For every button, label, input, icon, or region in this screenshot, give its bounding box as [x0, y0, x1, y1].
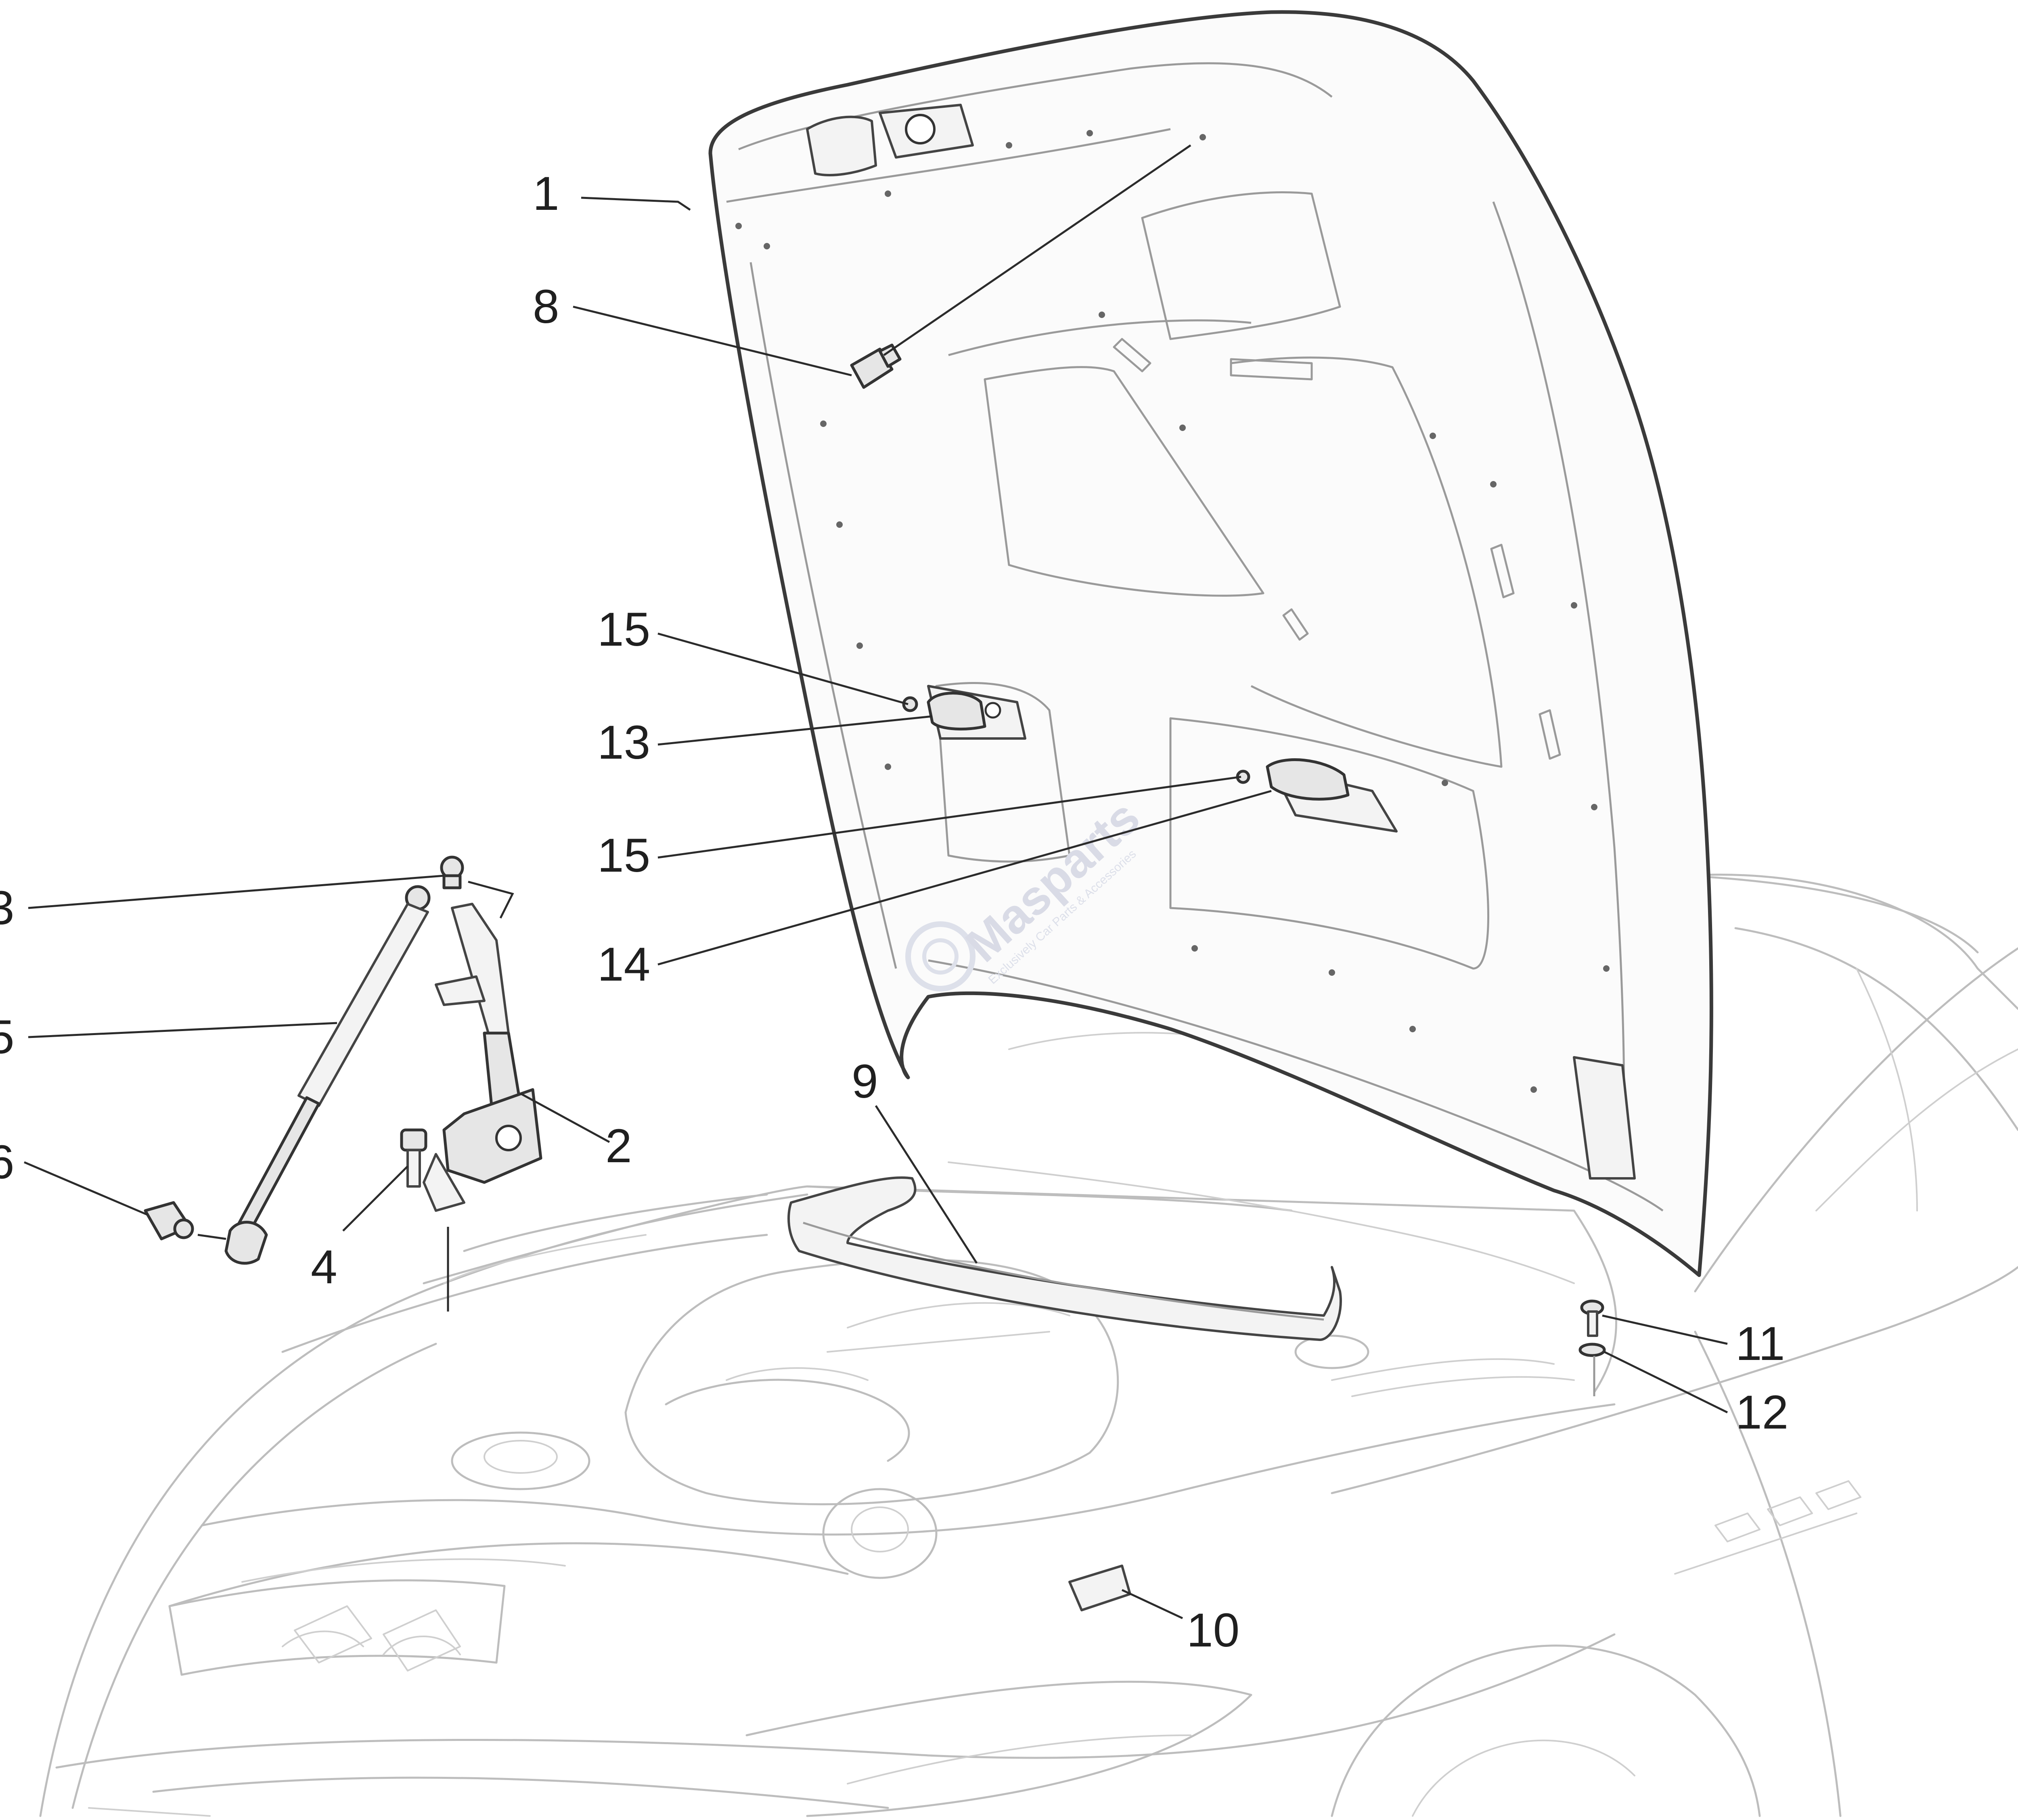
part-2-hood-hinge	[423, 903, 542, 1212]
callout-8: 8	[533, 280, 559, 333]
callout-4: 4	[311, 1241, 337, 1294]
callout-14: 14	[597, 938, 650, 991]
callout-1: 1	[533, 167, 559, 220]
callout-15-upper: 15	[597, 603, 650, 656]
part-5-gas-strut	[224, 885, 431, 1265]
callout-3: 3	[0, 881, 15, 935]
part-9-seal-strip	[787, 1176, 1342, 1341]
part-6-strut-mount	[144, 1201, 194, 1241]
part-14-secondary-latch	[1266, 758, 1398, 833]
part-4-bolt	[400, 1128, 427, 1188]
callout-labels: 1 2 3 4 5 6 8 9 10 11 12 13 14 15 15	[0, 167, 1788, 1657]
callout-13: 13	[597, 716, 650, 769]
callout-2: 2	[605, 1119, 632, 1173]
part-11-bolt	[1580, 1299, 1604, 1337]
leader-lines	[24, 144, 1728, 1619]
car-body-ghost	[39, 874, 2018, 1817]
part-13-latch-striker	[927, 685, 1026, 740]
callout-9: 9	[852, 1055, 878, 1108]
callout-15-lower: 15	[597, 829, 650, 882]
part-12-washer	[1578, 1343, 1606, 1396]
callout-11: 11	[1735, 1317, 1785, 1370]
hood-panel	[708, 10, 1713, 1277]
callout-5: 5	[0, 1010, 15, 1064]
callout-12: 12	[1735, 1386, 1788, 1439]
part-15-fasteners	[902, 696, 1250, 784]
part-10-latch-release	[1068, 1565, 1131, 1611]
part-8-bump-stop	[850, 343, 902, 389]
callout-10: 10	[1187, 1604, 1239, 1657]
callout-6: 6	[0, 1136, 15, 1189]
part-3-ball-stud	[440, 856, 464, 889]
